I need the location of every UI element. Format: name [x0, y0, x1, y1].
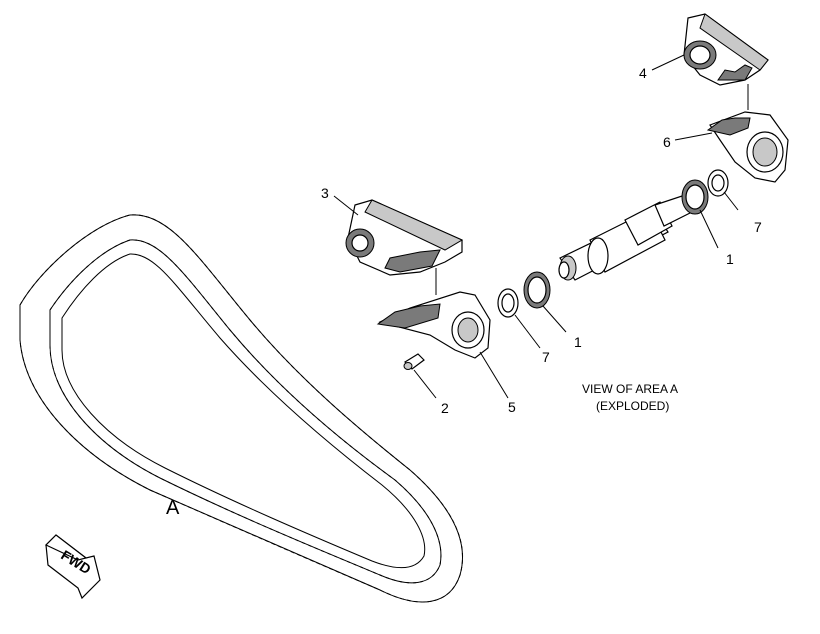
caption-line-1: VIEW OF AREA A: [582, 382, 678, 396]
callout-4: 4: [639, 65, 647, 81]
seal-part-1-right: [681, 179, 709, 215]
callout-7-right: 7: [754, 219, 762, 235]
area-label: A: [166, 497, 180, 519]
callout-1-right: 1: [726, 251, 734, 267]
callout-6: 6: [663, 134, 671, 150]
pin-part-2: [403, 353, 425, 370]
guard-part-3: [345, 199, 464, 276]
forward-direction-arrow: FWD: [44, 534, 101, 600]
callout-7-left: 7: [542, 349, 550, 365]
callout-3: 3: [321, 185, 329, 201]
guard-part-5: [376, 291, 491, 359]
ring-part-7-right: [707, 169, 729, 197]
track-chain: [19, 214, 464, 603]
guard-part-6: [706, 111, 789, 183]
roller-shaft: [558, 194, 693, 281]
caption-line-2: (EXPLODED): [596, 399, 669, 413]
ring-part-7-left: [497, 288, 519, 318]
seal-part-1-left: [523, 271, 551, 309]
callout-2: 2: [441, 400, 449, 416]
leader-lines: [333, 54, 749, 399]
guard-part-4: [683, 13, 769, 86]
callout-1-left: 1: [574, 334, 582, 350]
callout-5: 5: [508, 399, 516, 415]
